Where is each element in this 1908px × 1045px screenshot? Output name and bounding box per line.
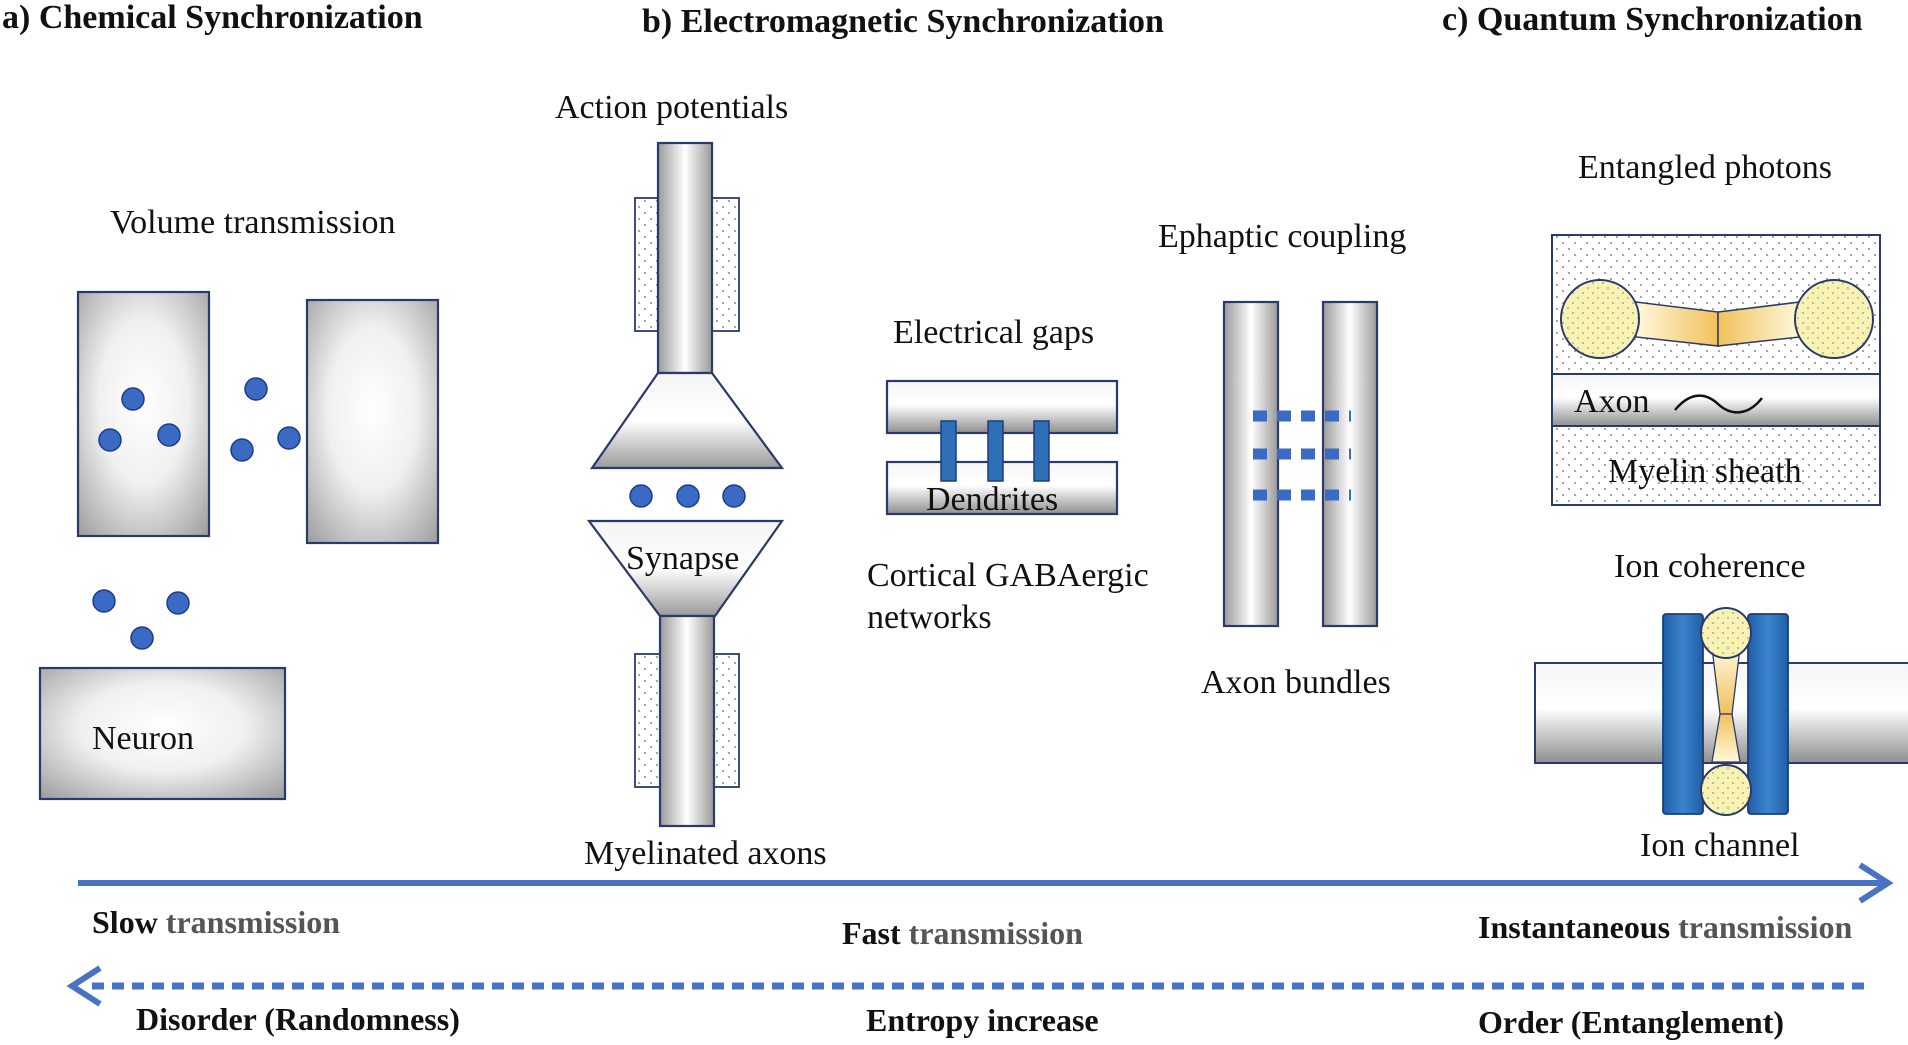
axon-bottom (658, 614, 716, 828)
label-volume-transmission: Volume transmission (110, 204, 396, 241)
presynaptic-terminal (589, 371, 785, 470)
transmission-arrowhead-icon (1858, 862, 1894, 904)
ion-channel-right (1747, 613, 1789, 815)
entropy-arrowhead-icon (66, 965, 102, 1007)
label-neuron: Neuron (92, 720, 194, 757)
label-order: Order (Entanglement) (1478, 1004, 1784, 1040)
label-myelinated-axons: Myelinated axons (584, 835, 827, 872)
label-ephaptic-coupling: Ephaptic coupling (1158, 218, 1406, 255)
axon-bundle-left (1222, 300, 1280, 628)
photon-left (1560, 279, 1640, 359)
label-entropy-increase: Entropy increase (866, 1002, 1099, 1038)
photon-right (1794, 279, 1874, 359)
neuron-box-left (76, 290, 211, 538)
label-cortical-line1: Cortical GABAergic (867, 557, 1149, 594)
label-cortical-line2: networks (867, 599, 992, 636)
wave-tilde-icon (1674, 394, 1763, 414)
label-slow-transmission: Slow transmission (92, 904, 340, 940)
header-quantum: c) Quantum Synchronization (1442, 1, 1863, 38)
label-myelin-sheath: Myelin sheath (1608, 453, 1802, 490)
label-entangled-photons: Entangled photons (1578, 149, 1832, 186)
axon-quantum (1551, 373, 1881, 427)
axon-top (656, 141, 714, 375)
synaptic-vesicles (629, 484, 746, 508)
neurotransmitter-dots (92, 377, 301, 650)
axon-bundle-right (1321, 300, 1379, 628)
label-dendrites: Dendrites (926, 481, 1058, 518)
label-axon: Axon (1574, 383, 1650, 420)
label-axon-bundles: Axon bundles (1201, 664, 1391, 701)
header-chemical: a) Chemical Synchronization (2, 0, 423, 36)
label-ion-coherence: Ion coherence (1614, 548, 1806, 585)
label-action-potentials: Action potentials (555, 89, 788, 126)
neuron-box-right (305, 298, 440, 545)
label-disorder: Disorder (Randomness) (136, 1001, 460, 1037)
neuron-box-bottom (38, 666, 287, 801)
label-fast-transmission: Fast transmission (842, 915, 1083, 951)
ephaptic-field-lines (1253, 410, 1351, 501)
label-instantaneous-transmission: Instantaneous transmission (1478, 909, 1853, 945)
ion-bottom (1700, 764, 1752, 816)
ion-beam-bottom (1711, 713, 1741, 763)
header-electromagnetic: b) Electromagnetic Synchronization (642, 3, 1164, 40)
label-electrical-gaps: Electrical gaps (893, 314, 1094, 351)
label-ion-channel: Ion channel (1640, 827, 1800, 864)
ion-top (1700, 607, 1752, 659)
label-synapse: Synapse (626, 540, 739, 577)
gap-junctions (940, 420, 1050, 482)
ion-channel-left (1662, 613, 1704, 815)
